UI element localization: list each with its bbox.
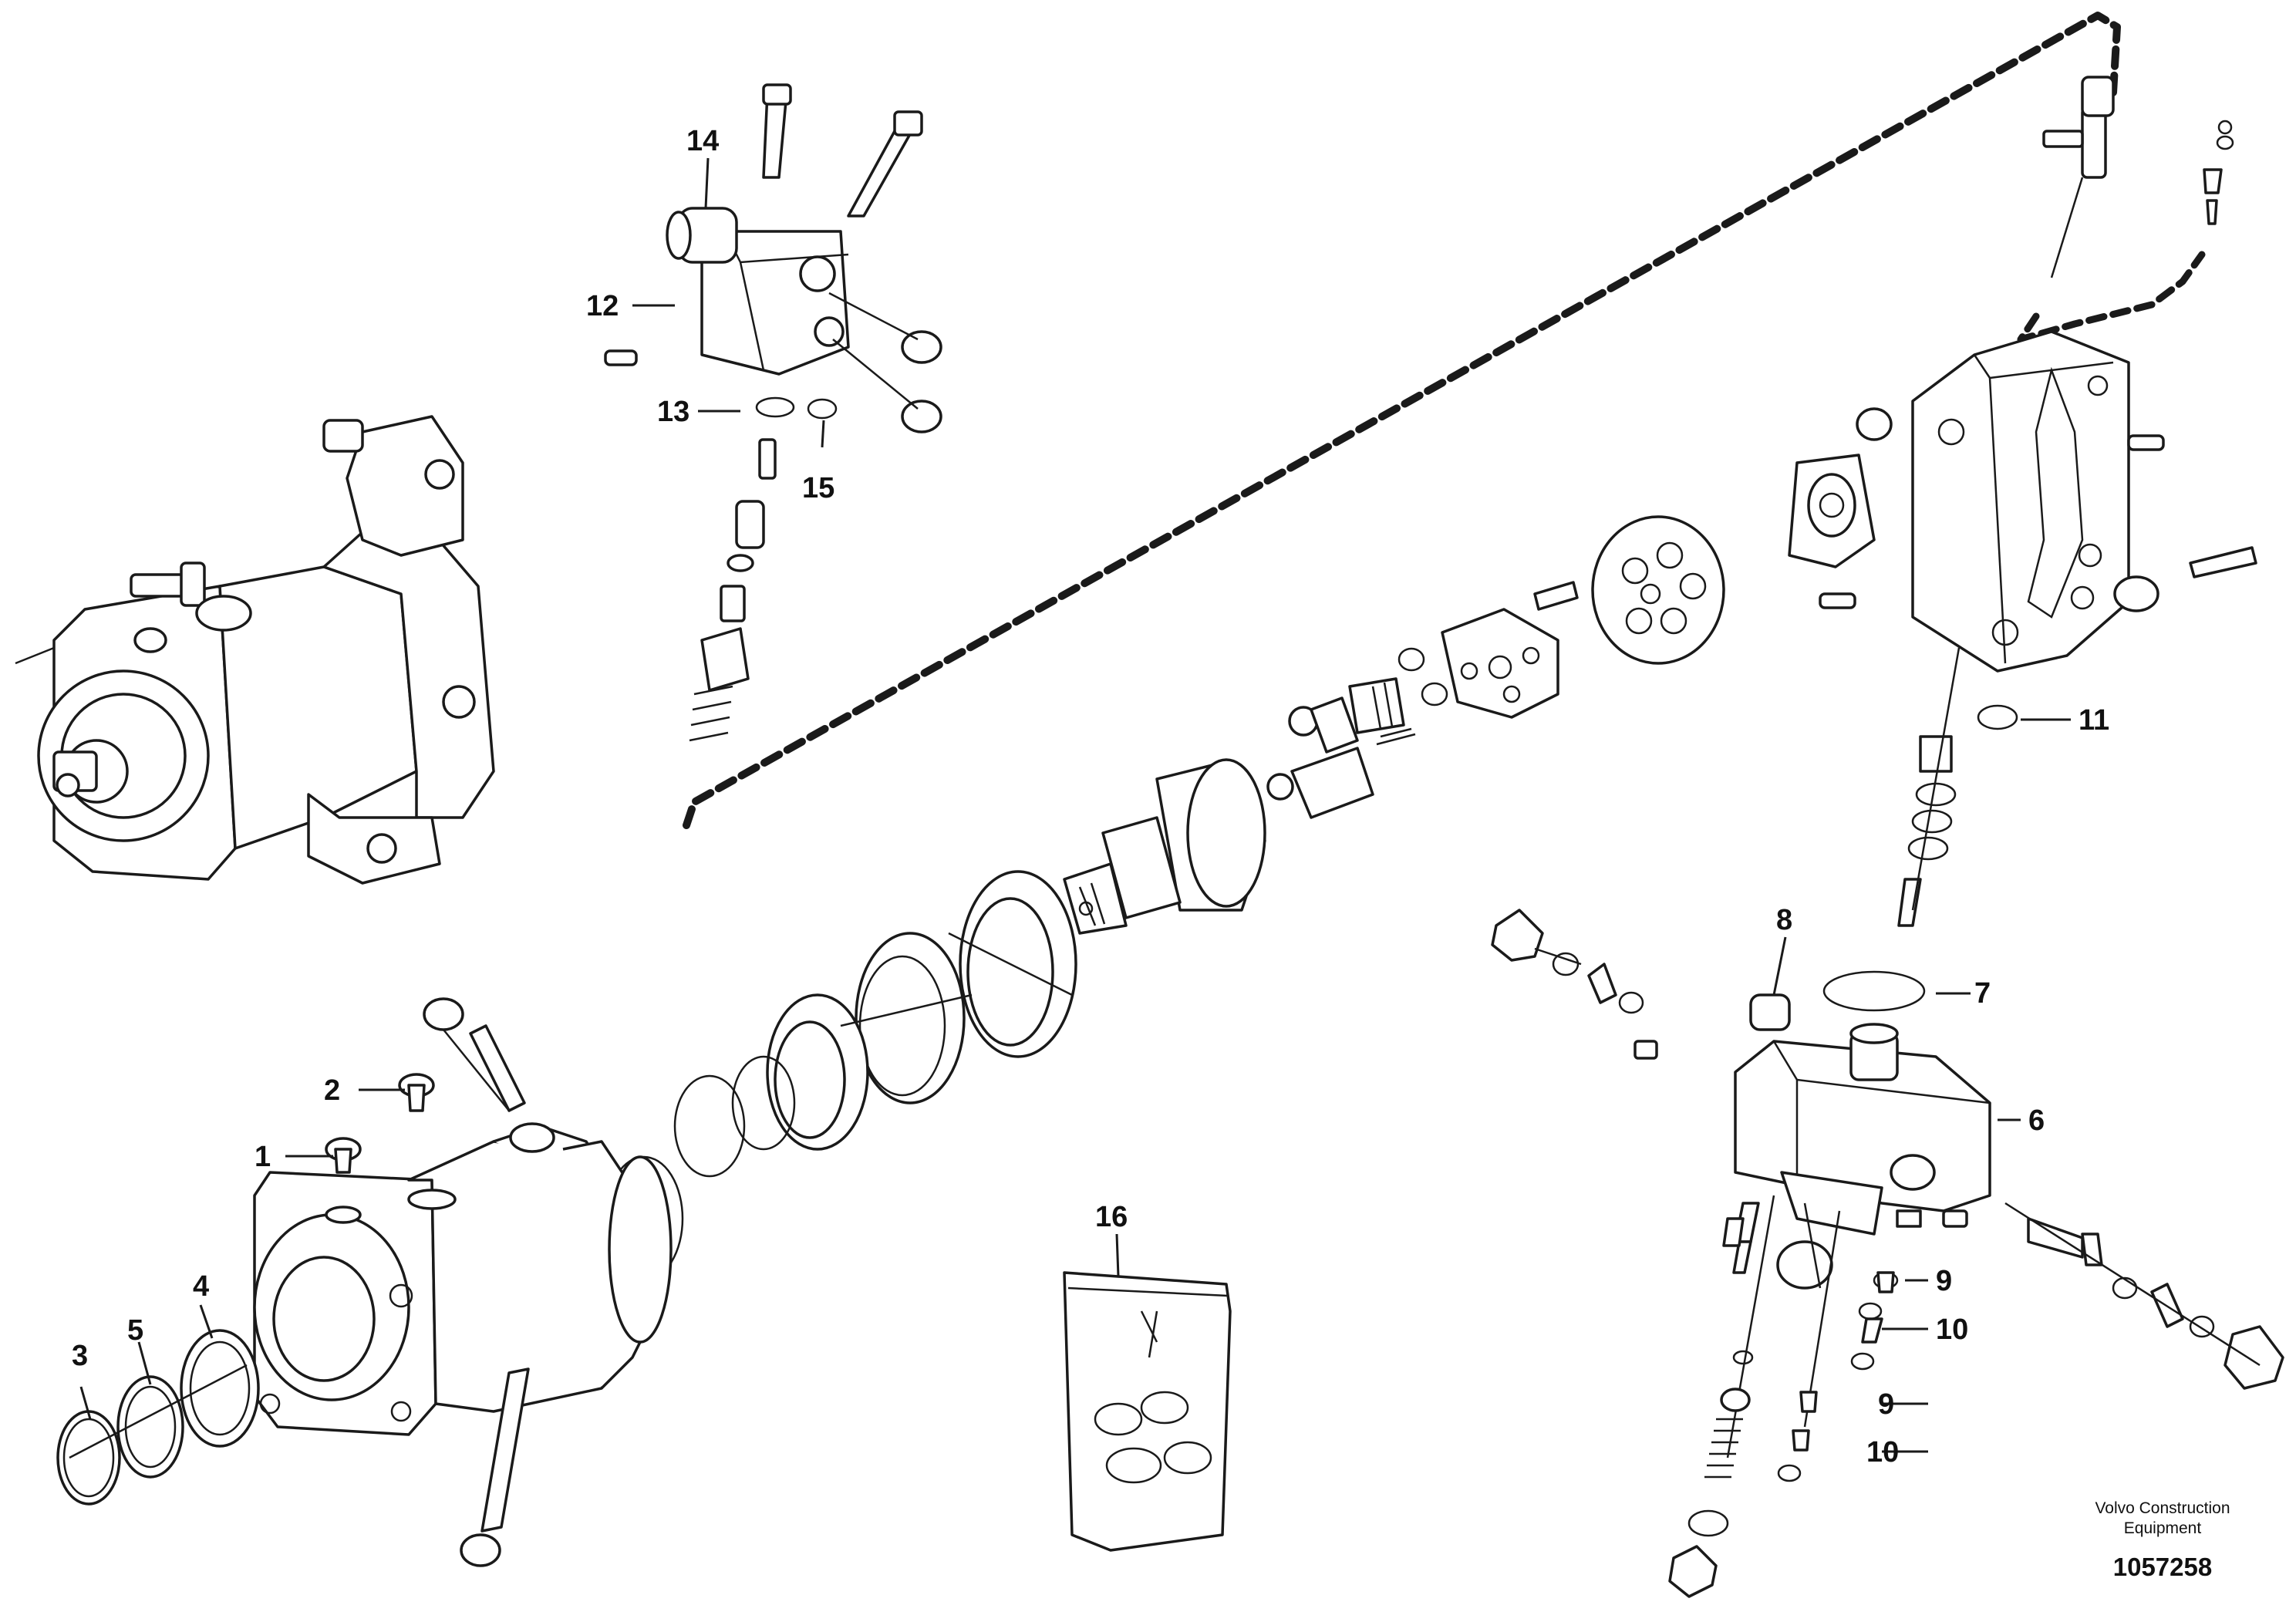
dashed-connection-line <box>683 12 2121 829</box>
retaining-rings <box>56 1329 260 1506</box>
callout-4: 4 <box>193 1270 209 1303</box>
callout-9a: 9 <box>1936 1265 1952 1297</box>
callout-12: 12 <box>586 290 619 322</box>
seal-kit-bag <box>1063 1271 1232 1552</box>
leader-lines <box>79 157 2071 1453</box>
callout-10b: 10 <box>1866 1436 1899 1469</box>
port-plate-11 <box>1819 76 2257 927</box>
drawing-number: 1057258 <box>2113 1553 2212 1581</box>
callout-11: 11 <box>2079 704 2109 737</box>
callout-13: 13 <box>657 396 689 428</box>
control-block-6 <box>1491 909 2284 1598</box>
callout-15: 15 <box>802 472 834 504</box>
brand-line-1: Volvo Construction <box>2095 1499 2230 1517</box>
callout-14: 14 <box>686 125 719 157</box>
callout-labels: 1 2 3 4 5 6 7 8 9 10 9 10 11 12 13 14 15… <box>72 125 2109 1469</box>
callout-8: 8 <box>1776 904 1792 936</box>
callout-3: 3 <box>72 1340 88 1372</box>
rotating-group <box>1063 454 1876 935</box>
motor-housing <box>253 997 673 1567</box>
footer-caption: Volvo Construction Equipment 1057258 <box>2095 1499 2230 1581</box>
callout-16: 16 <box>1095 1201 1128 1233</box>
callout-2: 2 <box>324 1074 340 1107</box>
callout-1: 1 <box>255 1141 271 1173</box>
callout-10a: 10 <box>1936 1313 1968 1346</box>
callout-7: 7 <box>1974 977 1991 1010</box>
valve-block-12 <box>604 83 942 742</box>
bearing-set <box>604 870 1077 1282</box>
callout-9b: 9 <box>1878 1388 1894 1421</box>
brand-line-2: Equipment <box>2124 1519 2202 1537</box>
callout-6: 6 <box>2028 1104 2045 1137</box>
assembled-hydraulic-motor <box>15 415 495 885</box>
callout-5: 5 <box>127 1314 143 1347</box>
dashed-connection-line-right <box>2017 251 2206 343</box>
